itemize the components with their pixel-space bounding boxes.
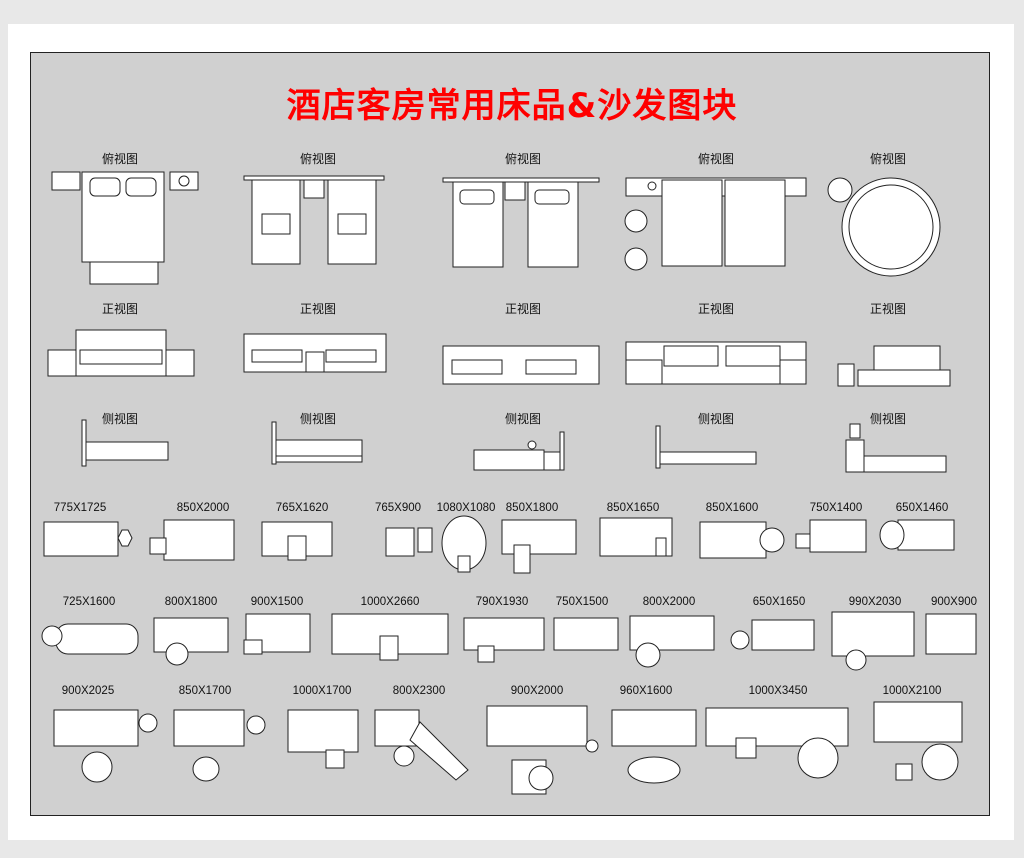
- view-label-front: 正视图: [299, 302, 337, 316]
- bed-side-view-2: [271, 421, 363, 465]
- bed-side-view-4: [655, 425, 757, 469]
- bed-side-view-5: [845, 423, 947, 473]
- size-label: 900X1500: [250, 596, 304, 608]
- bed-top-view-2: [243, 175, 385, 265]
- bed-top-view-1: [51, 171, 199, 285]
- size-label: 960X1600: [619, 685, 673, 697]
- view-label-front: 正视图: [101, 302, 139, 316]
- size-label: 800X2000: [642, 596, 696, 608]
- view-label-top: 俯视图: [299, 152, 337, 166]
- view-label-side: 侧视图: [101, 412, 139, 426]
- size-label: 900X2025: [61, 685, 115, 697]
- page-title: 酒店客房常用床品&沙发图块: [286, 86, 738, 126]
- size-label: 725X1600: [62, 596, 116, 608]
- size-label: 650X1460: [895, 502, 949, 514]
- view-label-front: 正视图: [869, 302, 907, 316]
- size-label: 990X2030: [848, 596, 902, 608]
- view-label-top: 俯视图: [504, 152, 542, 166]
- view-label-front: 正视图: [697, 302, 735, 316]
- bed-top-view-round: [827, 177, 941, 277]
- bed-top-view-4: [624, 177, 807, 271]
- size-label: 1000X3450: [748, 685, 808, 697]
- size-label: 790X1930: [475, 596, 529, 608]
- sofa-row2: [41, 611, 977, 671]
- bed-front-view-4: [625, 341, 807, 385]
- size-label: 1000X2660: [360, 596, 420, 608]
- size-label: 750X1400: [809, 502, 863, 514]
- size-label: 765X1620: [275, 502, 329, 514]
- size-label: 850X1650: [606, 502, 660, 514]
- view-label-top: 俯视图: [869, 152, 907, 166]
- size-label: 1080X1080: [436, 502, 496, 514]
- size-label: 850X1600: [705, 502, 759, 514]
- size-label: 900X2000: [510, 685, 564, 697]
- view-label-top: 俯视图: [101, 152, 139, 166]
- size-label: 850X1700: [178, 685, 232, 697]
- sofa-row3: [53, 701, 963, 795]
- sofa-row1: [43, 515, 955, 574]
- bed-front-view-1: [47, 329, 195, 377]
- view-label-top: 俯视图: [697, 152, 735, 166]
- view-label-side: 侧视图: [299, 412, 337, 426]
- view-label-front: 正视图: [504, 302, 542, 316]
- size-label: 650X1650: [752, 596, 806, 608]
- view-label-side: 侧视图: [504, 412, 542, 426]
- size-label: 850X1800: [505, 502, 559, 514]
- bed-front-view-5: [837, 345, 951, 387]
- view-label-side: 侧视图: [869, 412, 907, 426]
- size-label: 800X2300: [392, 685, 446, 697]
- size-label: 850X2000: [176, 502, 230, 514]
- bed-top-view-3: [442, 177, 600, 268]
- bed-front-view-3: [442, 345, 600, 385]
- size-label: 1000X2100: [882, 685, 942, 697]
- size-label: 800X1800: [164, 596, 218, 608]
- size-label: 765X900: [374, 502, 422, 514]
- bed-side-view-3: [473, 431, 565, 471]
- size-label: 900X900: [930, 596, 978, 608]
- size-label: 1000X1700: [292, 685, 352, 697]
- bed-side-view-1: [81, 419, 169, 467]
- view-label-side: 侧视图: [697, 412, 735, 426]
- bed-front-view-2: [243, 333, 387, 373]
- size-label: 775X1725: [53, 502, 107, 514]
- size-label: 750X1500: [555, 596, 609, 608]
